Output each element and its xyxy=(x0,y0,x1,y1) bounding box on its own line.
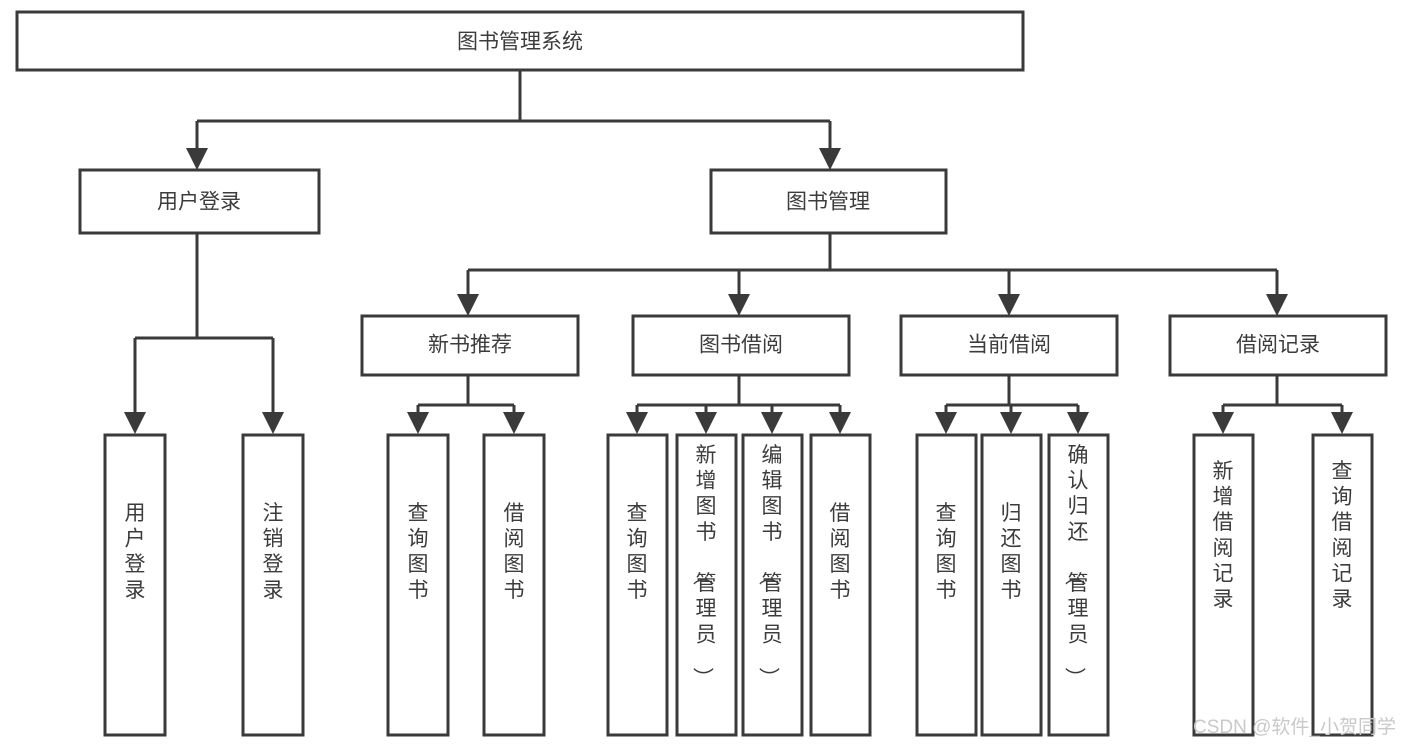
arrowhead-userlogin xyxy=(186,148,208,170)
node-leaf-borrow-book-2[interactable]: 借阅图书 xyxy=(809,433,872,737)
node-current-borrow-label: 当前借阅 xyxy=(967,334,1051,357)
arrowhead-bookmanage xyxy=(819,148,841,170)
node-leaf-query-book-1-box[interactable] xyxy=(386,433,450,737)
arrowhead-leaf-return-book xyxy=(1000,412,1022,434)
arrowhead-leaf-user-login xyxy=(124,412,146,434)
node-leaf-query-book-3[interactable]: 查询图书 xyxy=(915,433,978,737)
node-book-manage[interactable]: 图书管理 xyxy=(709,168,948,235)
node-borrow-record-box[interactable] xyxy=(1168,314,1388,377)
arrowhead-borrowrecord xyxy=(1266,294,1288,316)
node-borrow-record[interactable]: 借阅记录 xyxy=(1168,314,1388,377)
node-leaf-query-book-2-box[interactable] xyxy=(606,433,669,737)
node-leaf-confirm-return[interactable]: 确认归还（管理员） xyxy=(1047,433,1110,737)
arrowhead-leaf-query-record xyxy=(1331,412,1353,434)
node-current-borrow-box[interactable] xyxy=(899,314,1119,377)
node-leaf-add-book-box[interactable] xyxy=(675,433,738,737)
node-leaf-borrow-book-2-label: 借阅图书 xyxy=(830,502,851,602)
node-leaf-edit-book-box[interactable] xyxy=(741,433,804,737)
arrowhead-currentborrow xyxy=(998,294,1020,316)
node-leaf-return-book-label: 归还图书 xyxy=(1001,502,1022,602)
node-leaf-user-login-box[interactable] xyxy=(103,433,167,737)
csdn-watermark: CSDN @软件_小贺同学 xyxy=(1193,716,1396,738)
node-leaf-query-book-1-label: 查询图书 xyxy=(408,502,429,602)
node-leaf-query-book-2[interactable]: 查询图书 xyxy=(606,433,669,737)
node-leaf-confirm-return-box[interactable] xyxy=(1047,433,1110,737)
node-leaf-query-book-3-label: 查询图书 xyxy=(936,502,957,602)
node-leaf-query-book-2-label: 查询图书 xyxy=(627,502,648,602)
node-new-book-rec[interactable]: 新书推荐 xyxy=(360,314,580,377)
node-leaf-add-record-box[interactable] xyxy=(1192,433,1255,737)
arrowhead-leaf-borrow-book-1 xyxy=(503,412,525,434)
node-leaf-confirm-return-label: 确认归还（管理员） xyxy=(1063,444,1089,688)
node-book-borrow-label: 图书借阅 xyxy=(699,334,783,357)
node-user-login-box[interactable] xyxy=(78,168,321,235)
node-leaf-user-login[interactable]: 用户登录 xyxy=(103,433,167,737)
node-leaf-logout[interactable]: 注销登录 xyxy=(241,433,305,737)
node-leaf-borrow-book-1-box[interactable] xyxy=(482,433,546,737)
node-leaf-borrow-book-1[interactable]: 借阅图书 xyxy=(482,433,546,737)
arrowhead-leaf-logout xyxy=(262,412,284,434)
node-leaf-logout-box[interactable] xyxy=(241,433,305,737)
arrowhead-leaf-query-book-1 xyxy=(407,412,429,434)
arrowhead-leaf-add-record xyxy=(1212,412,1234,434)
node-leaf-edit-book[interactable]: 编辑图书（管理员） xyxy=(741,433,804,737)
node-user-login-label: 用户登录 xyxy=(157,191,241,214)
node-leaf-user-login-label: 用户登录 xyxy=(125,502,146,602)
node-new-book-rec-label: 新书推荐 xyxy=(428,334,512,357)
arrowhead-leaf-add-book xyxy=(695,412,717,434)
arrowhead-leaf-query-book-2 xyxy=(626,412,648,434)
node-leaf-return-book-box[interactable] xyxy=(980,433,1043,737)
node-leaf-edit-book-label: 编辑图书（管理员） xyxy=(757,444,783,688)
node-new-book-rec-box[interactable] xyxy=(360,314,580,377)
arrowhead-leaf-borrow-book-2 xyxy=(829,412,851,434)
node-leaf-borrow-book-2-box[interactable] xyxy=(809,433,872,737)
arrowhead-newbookrec xyxy=(457,294,479,316)
arrowhead-leaf-edit-book xyxy=(761,412,783,434)
node-book-borrow[interactable]: 图书借阅 xyxy=(631,314,851,377)
node-book-manage-label: 图书管理 xyxy=(786,191,870,214)
node-book-borrow-box[interactable] xyxy=(631,314,851,377)
arrowhead-leaf-query-book-3 xyxy=(935,412,957,434)
node-leaf-borrow-book-1-label: 借阅图书 xyxy=(504,502,525,602)
node-leaf-return-book[interactable]: 归还图书 xyxy=(980,433,1043,737)
node-leaf-query-record-box[interactable] xyxy=(1311,433,1374,737)
arrowhead-leaf-confirm-return xyxy=(1067,412,1089,434)
node-leaf-add-record[interactable]: 新增借阅记录 xyxy=(1192,433,1255,737)
node-leaf-query-record-label: 查询借阅记录 xyxy=(1332,460,1353,611)
node-borrow-record-label: 借阅记录 xyxy=(1236,334,1320,357)
node-leaf-add-record-label: 新增借阅记录 xyxy=(1213,460,1234,611)
node-leaf-query-book-3-box[interactable] xyxy=(915,433,978,737)
node-leaf-add-book[interactable]: 新增图书（管理员） xyxy=(675,433,738,737)
node-leaf-add-book-label: 新增图书（管理员） xyxy=(691,444,717,688)
node-book-manage-box[interactable] xyxy=(709,168,948,235)
arrowhead-bookborrow xyxy=(728,294,750,316)
node-root-label: 图书管理系统 xyxy=(457,31,583,54)
node-current-borrow[interactable]: 当前借阅 xyxy=(899,314,1119,377)
node-leaf-query-record[interactable]: 查询借阅记录 xyxy=(1311,433,1374,737)
connector-layer xyxy=(124,70,1353,434)
node-leaf-query-book-1[interactable]: 查询图书 xyxy=(386,433,450,737)
node-leaf-logout-label: 注销登录 xyxy=(263,502,284,602)
node-root[interactable]: 图书管理系统 xyxy=(15,10,1025,72)
node-user-login[interactable]: 用户登录 xyxy=(78,168,321,235)
node-root-box[interactable] xyxy=(15,10,1025,72)
